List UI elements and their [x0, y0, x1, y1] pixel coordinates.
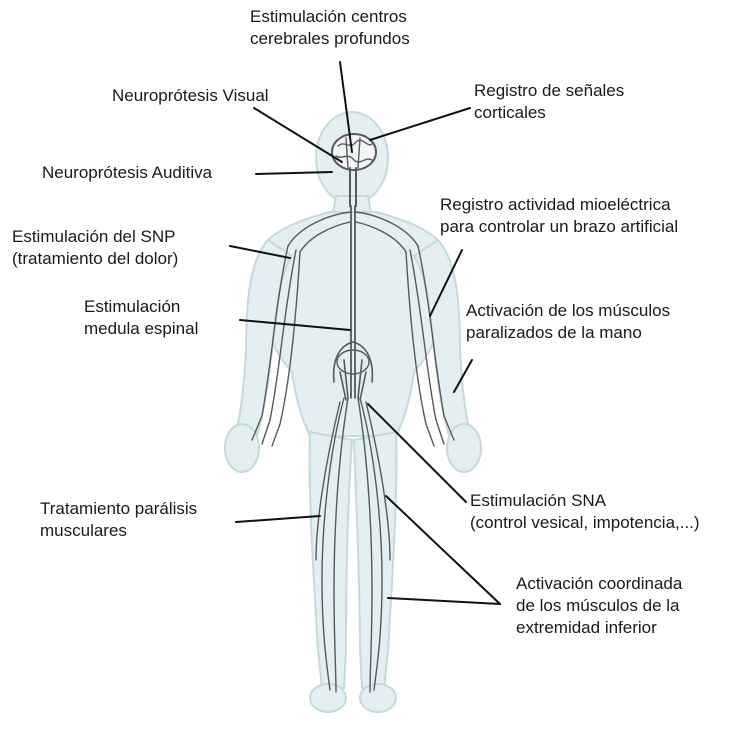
label-neuroprotesis-visual: Neuroprótesis Visual [112, 85, 269, 107]
label-line: de los músculos de la [516, 595, 682, 617]
leader-registro-corticales [370, 108, 470, 140]
label-activacion-inferior: Activación coordinada de los músculos de… [516, 573, 682, 639]
label-line: Estimulación SNA [470, 490, 700, 512]
label-line: corticales [474, 102, 624, 124]
label-estimulacion-medula: Estimulación medula espinal [84, 296, 198, 340]
label-registro-corticales: Registro de señales corticales [474, 80, 624, 124]
right-hand [225, 424, 259, 472]
label-activacion-mano: Activación de los músculos paralizados d… [466, 300, 670, 344]
label-line: Registro actividad mioeléctrica [440, 194, 678, 216]
label-line: Estimulación centros [250, 6, 410, 28]
label-line: paralizados de la mano [466, 322, 670, 344]
label-estimulacion-sna: Estimulación SNA (control vesical, impot… [470, 490, 700, 534]
leader-paralisis-musculares [236, 516, 320, 522]
label-line: musculares [40, 520, 197, 542]
label-line: Estimulación [84, 296, 198, 318]
label-line: cerebrales profundos [250, 28, 410, 50]
leader-activacion-inferior-b [388, 598, 500, 604]
label-line: medula espinal [84, 318, 198, 340]
left-hand [447, 424, 481, 472]
label-line: Estimulación del SNP [12, 226, 178, 248]
label-paralisis-musculares: Tratamiento parálisis musculares [40, 498, 197, 542]
label-line: Neuroprótesis Visual [112, 85, 269, 107]
label-line: (tratamiento del dolor) [12, 248, 178, 270]
label-line: (control vesical, impotencia,...) [470, 512, 700, 534]
label-neuroprotesis-auditiva: Neuroprótesis Auditiva [42, 162, 212, 184]
label-line: Tratamiento parálisis [40, 498, 197, 520]
label-estimulacion-snp: Estimulación del SNP (tratamiento del do… [12, 226, 178, 270]
label-line: Neuroprótesis Auditiva [42, 162, 212, 184]
label-line: Registro de señales [474, 80, 624, 102]
label-line: extremidad inferior [516, 617, 682, 639]
label-registro-mioelectrica: Registro actividad mioeléctrica para con… [440, 194, 678, 238]
label-line: Activación coordinada [516, 573, 682, 595]
left-foot [360, 684, 396, 712]
label-line: Activación de los músculos [466, 300, 670, 322]
label-line: para controlar un brazo artificial [440, 216, 678, 238]
label-centros-cerebrales: Estimulación centros cerebrales profundo… [250, 6, 410, 50]
right-foot [310, 684, 346, 712]
